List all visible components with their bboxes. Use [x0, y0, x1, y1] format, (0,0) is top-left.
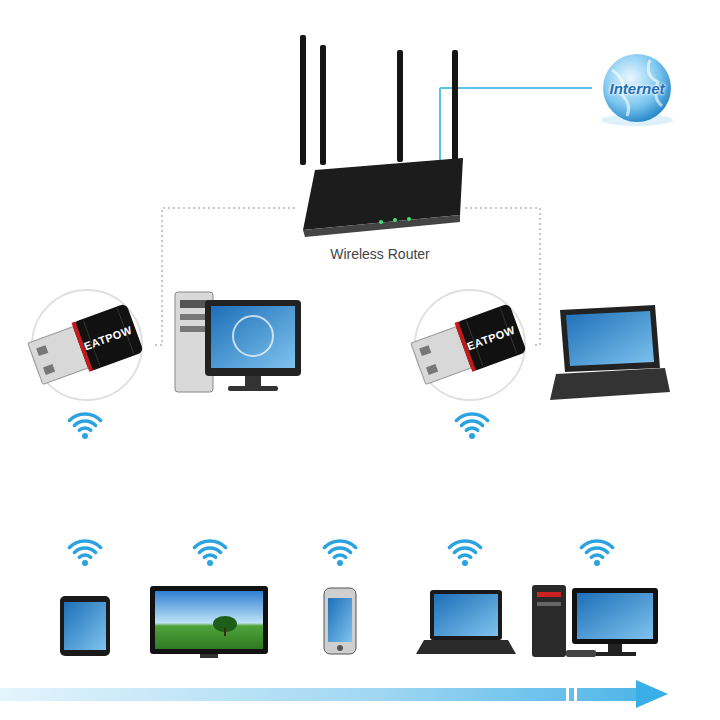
- router-drawing: [295, 30, 465, 270]
- internet-globe: Internet: [592, 50, 682, 128]
- dotted-link: [152, 208, 295, 345]
- router-node: Wireless Router: [295, 30, 465, 270]
- globe-label: Internet: [609, 80, 664, 97]
- phone: [324, 588, 356, 654]
- usb-adapter: EATPOW: [405, 285, 535, 405]
- laptop: [416, 590, 516, 654]
- desktop-pc: [175, 292, 301, 392]
- desktop-pc: [532, 585, 658, 657]
- usb-adapter: EATPOW: [22, 285, 152, 405]
- device-label: Wireless Router: [330, 246, 430, 262]
- internet-link: [465, 87, 592, 89]
- television: [150, 586, 268, 658]
- laptop: [550, 305, 670, 400]
- flow-arrow: [0, 680, 668, 708]
- tablet: [60, 596, 110, 656]
